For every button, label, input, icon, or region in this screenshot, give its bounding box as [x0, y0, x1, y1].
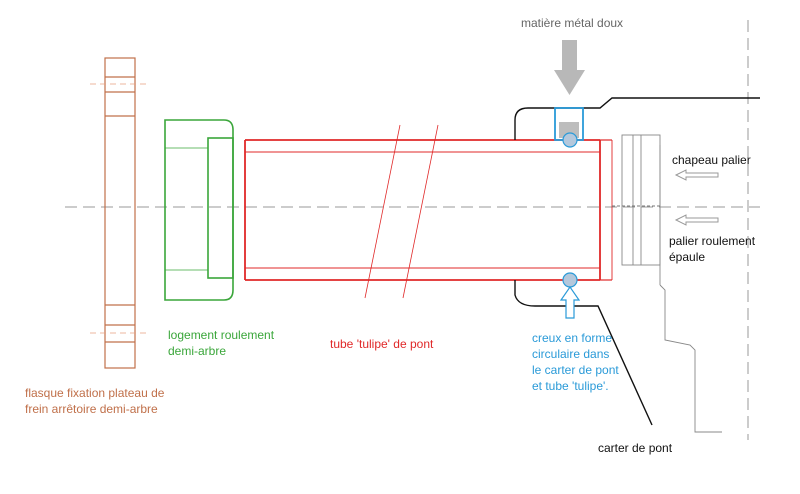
- bearing-shoulder-label: palier roulement épaule: [669, 234, 756, 264]
- bearing-housing-label: logement roulement demi-arbre: [168, 328, 275, 358]
- material-label: matière métal doux: [521, 16, 624, 30]
- tube-label: tube 'tulipe' de pont: [330, 337, 434, 351]
- bearing-housing-part: [164, 119, 234, 301]
- soft-metal-insert: [554, 107, 584, 288]
- shoulder-arrow-left: [674, 214, 719, 226]
- tube-part: [244, 139, 613, 281]
- flange-centerlines: [90, 83, 150, 334]
- break-lines: [364, 124, 439, 299]
- axle-housing-label: carter de pont: [598, 441, 673, 455]
- bearing-cap-part: [612, 134, 722, 433]
- flange-label: flasque fixation plateau de frein arrêto…: [25, 386, 165, 416]
- force-arrow-down: [554, 40, 585, 95]
- hollow-label: creux en forme circulaire dans le carter…: [532, 331, 619, 393]
- bearing-cap-label: chapeau palier: [672, 153, 751, 167]
- cap-arrow-left: [674, 169, 719, 181]
- flange-part: [104, 57, 136, 369]
- hollow-arrow-up: [559, 285, 581, 319]
